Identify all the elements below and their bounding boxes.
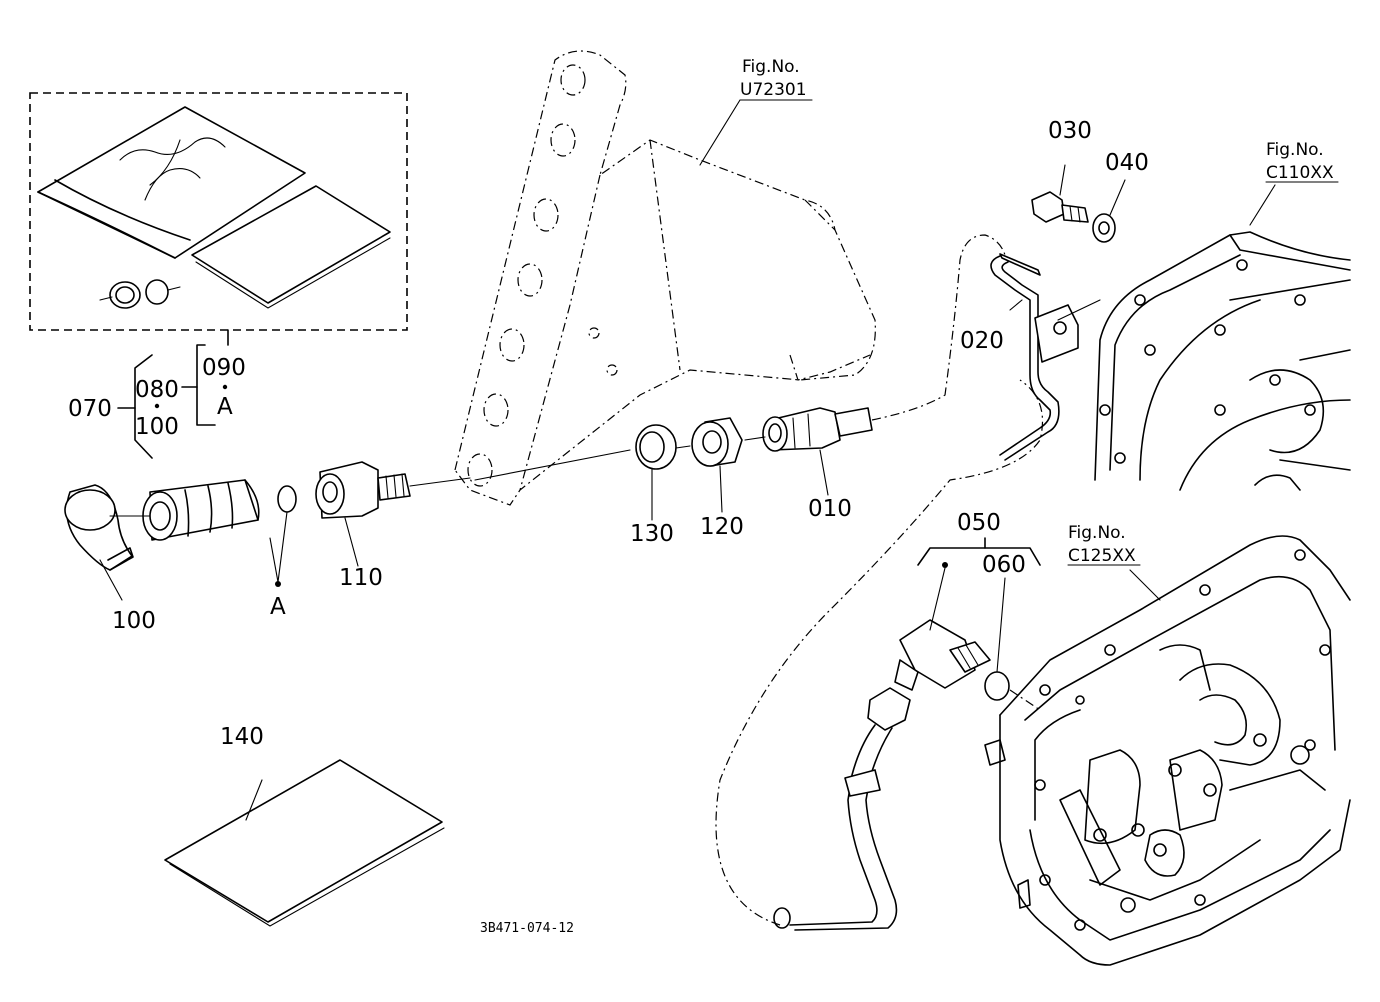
- label-120: 120: [700, 514, 744, 540]
- label-kit-ref: A: [217, 394, 233, 420]
- ref-u72301-prefix: Fig.No.: [742, 57, 800, 77]
- label-090: 090: [202, 355, 246, 381]
- label-coupler-ref: A: [270, 594, 286, 620]
- transmission-case-c110xx: [1094, 231, 1351, 491]
- ref-c125xx-code: C125XX: [1068, 546, 1136, 566]
- label-110: 110: [339, 565, 383, 591]
- manual-140: [164, 759, 445, 927]
- label-020: 020: [960, 328, 1004, 354]
- coupler-body: [142, 479, 260, 541]
- label-010: 010: [808, 496, 852, 522]
- pipe-020: [990, 253, 1079, 461]
- ref-c125xx-prefix: Fig.No.: [1068, 523, 1126, 543]
- figure-code: 3B471-074-12: [480, 921, 574, 936]
- label-030: 030: [1048, 118, 1092, 144]
- nut-120: [691, 417, 743, 467]
- washer-040: [1092, 213, 1116, 243]
- ref-c110xx-code: C110XX: [1266, 163, 1334, 183]
- group-brackets: [117, 329, 229, 459]
- adapter-110: [315, 461, 411, 519]
- hydraulic-hose: [773, 687, 911, 931]
- o-ring-060: [984, 671, 1010, 701]
- label-130: 130: [630, 521, 674, 547]
- washer-130: [635, 424, 677, 470]
- label-040: 040: [1105, 150, 1149, 176]
- label-080: 080: [135, 377, 179, 403]
- kit-box: [29, 92, 408, 331]
- elbow-fitting-050: [894, 619, 991, 691]
- mounting-bracket: [454, 50, 876, 506]
- label-140: 140: [220, 724, 264, 750]
- bolt-030: [1031, 191, 1089, 223]
- label-050: 050: [957, 510, 1001, 536]
- label-060: 060: [982, 552, 1026, 578]
- coupler-dust-cap: [64, 484, 134, 571]
- coupler-o-ring: [277, 485, 297, 513]
- ref-c110xx-prefix: Fig.No.: [1266, 140, 1324, 160]
- ref-u72301-code: U72301: [740, 80, 807, 100]
- label-070: 070: [68, 396, 112, 422]
- label-100: 100: [112, 608, 156, 634]
- coupler-socket-010: [762, 407, 873, 452]
- part-labels: 140 100 110 A 070 080 100 090 A 130 120 …: [68, 57, 1334, 936]
- transmission-cover-c125xx: [984, 535, 1351, 966]
- label-100-group: 100: [135, 414, 179, 440]
